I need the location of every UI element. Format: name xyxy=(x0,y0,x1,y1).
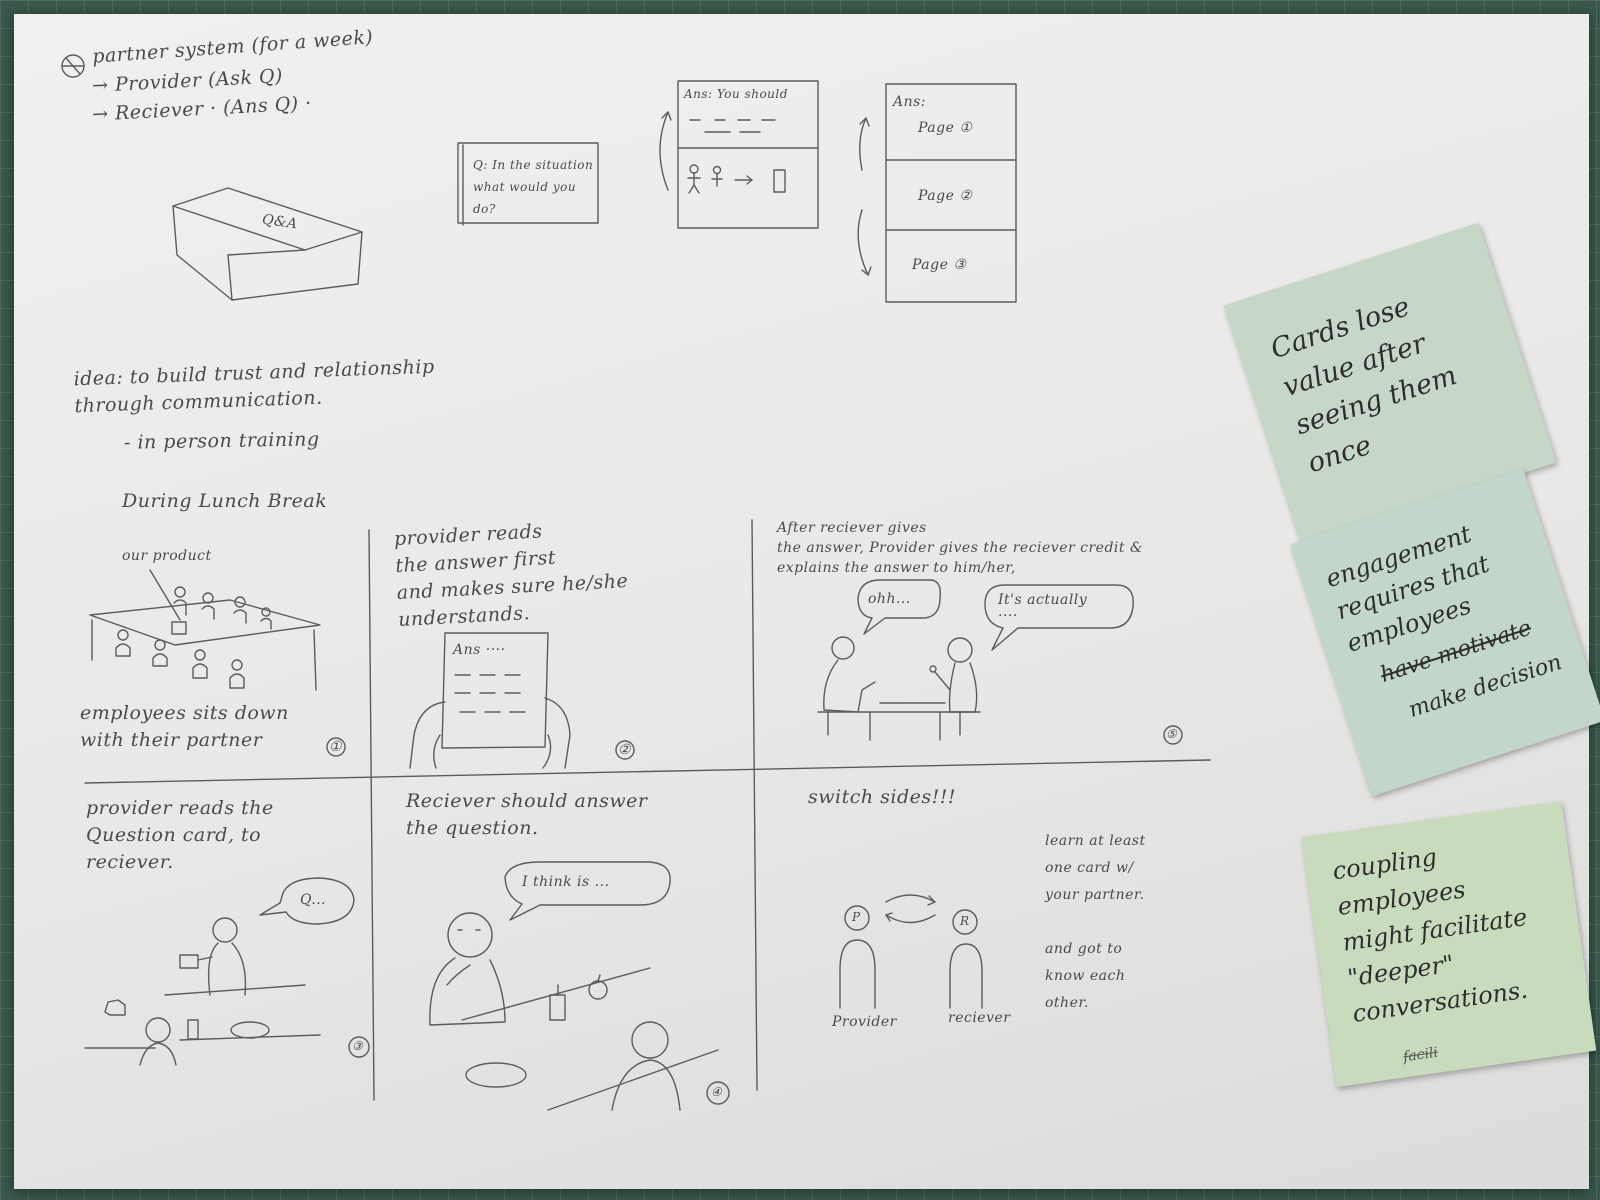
panel-2-sheet-text: Ans ···· xyxy=(453,642,506,658)
panel-4-bubble: I think is ... xyxy=(522,874,610,890)
two-people-table-sketch xyxy=(817,579,1183,745)
sticky-note-3-text: coupling employees might facilitate "dee… xyxy=(1330,843,1530,1028)
answer-page-3: Page ③ xyxy=(912,257,967,273)
receiver-thinking-sketch xyxy=(429,861,730,1111)
hands-holding-sheet-sketch xyxy=(409,632,635,769)
answer-page-2: Page ② xyxy=(918,188,973,204)
switch-sides-sketch xyxy=(839,894,983,1009)
panel-6-provider-label: Provider xyxy=(832,1014,897,1030)
panel-3-bubble: Q... xyxy=(300,892,327,908)
answer-card-text: Ans: You should xyxy=(684,87,788,101)
idea-subpoint: - in person training xyxy=(123,428,320,454)
panel-3-number: ③ xyxy=(352,1039,364,1053)
panel-5-bubble-left: ohh... xyxy=(868,591,911,607)
panel-1-product-label: our product xyxy=(122,548,212,564)
panel-2-number: ② xyxy=(618,742,632,758)
panel-5-number: ⑤ xyxy=(1166,727,1178,741)
panel-5-caption: After reciever gives the answer, Provide… xyxy=(777,520,1143,576)
panel-3-caption: provider reads the Question card, to rec… xyxy=(86,797,274,873)
panel-1-number: ① xyxy=(329,739,343,755)
sticky-note-3-struck-text: facili xyxy=(1402,1044,1439,1066)
crossed-circle-icon xyxy=(61,54,85,78)
provider-reading-card-sketch xyxy=(84,877,370,1066)
answer-page-1: Page ① xyxy=(918,120,973,136)
qa-box-sketch xyxy=(172,187,363,301)
panel-5-bubble-right: It's actually ···· xyxy=(998,592,1088,624)
panel-6-p-letter: P xyxy=(852,910,861,924)
panel-6-caption: learn at least one card w/ your partner.… xyxy=(1045,833,1146,1011)
panel-6-r-letter: R xyxy=(960,914,970,928)
panel-6-receiver-label: reciever xyxy=(948,1010,1011,1026)
answer-pages-header: Ans: xyxy=(893,94,927,110)
sticky-note-1-text: Cards lose value after seeing them once xyxy=(1267,291,1461,480)
storyboard-grid xyxy=(84,519,1211,1101)
panel-1-caption: employees sits down with their partner xyxy=(80,702,289,751)
panel-2-caption: provider reads the answer first and make… xyxy=(393,520,629,631)
answer-pages-sketch xyxy=(857,83,1017,303)
answer-card-sketch xyxy=(659,80,819,229)
lunch-table-sketch xyxy=(89,569,346,757)
sticky-note-3: coupling employees might facilitate "dee… xyxy=(1301,800,1597,1088)
panel-4-caption: Reciever should answer the question. xyxy=(406,790,648,839)
panel-6-heading: switch sides!!! xyxy=(808,786,957,808)
panel-4-number: ④ xyxy=(711,1085,723,1099)
question-card-text: Q: In the situation what would you do? xyxy=(473,158,594,216)
question-card-sketch xyxy=(457,142,599,224)
panel-1-heading: During Lunch Break xyxy=(122,490,328,512)
